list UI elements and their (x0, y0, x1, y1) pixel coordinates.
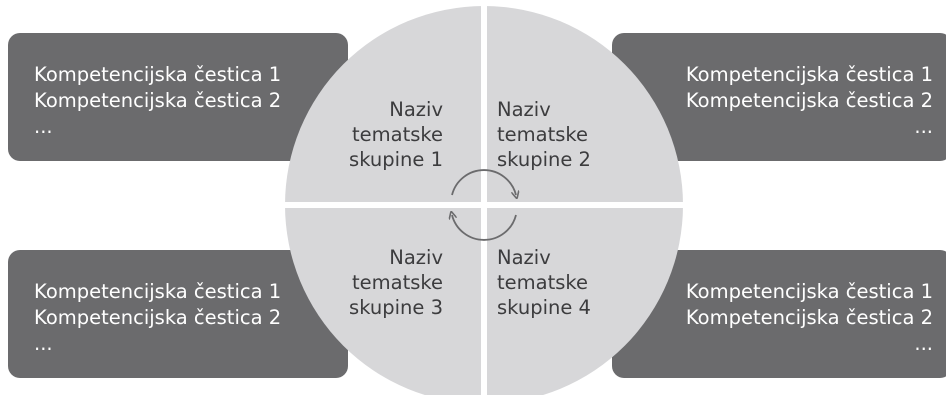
circular-arrows-icon (452, 169, 516, 241)
quadrant-1-line-1: Naziv (389, 98, 443, 121)
quadrant-4-line-2: tematske (497, 271, 588, 294)
quadrant-3-label: Naziv tematske skupine 3 (323, 245, 443, 320)
box-3-line-2: Kompetencijska čestica 2 (34, 306, 282, 329)
box-1-line-1: Kompetencijska čestica 1 (34, 63, 282, 86)
box-3-line-3: ... (34, 332, 53, 355)
quadrant-3-line-3: skupine 3 (349, 296, 443, 319)
competency-box-1: Kompetencijska čestica 1 Kompetencijska … (8, 33, 348, 161)
box-4-line-3: ... (914, 332, 933, 355)
box-2-line-3: ... (914, 115, 933, 138)
box-1-line-2: Kompetencijska čestica 2 (34, 89, 282, 112)
quadrant-2-line-1: Naziv (497, 98, 551, 121)
box-2-line-2: Kompetencijska čestica 2 (685, 89, 933, 112)
box-3-line-1: Kompetencijska čestica 1 (34, 280, 282, 303)
quadrant-4-line-3: skupine 4 (497, 296, 591, 319)
quadrant-1-line-3: skupine 1 (349, 148, 443, 171)
quadrant-1-label: Naziv tematske skupine 1 (323, 97, 443, 172)
box-2-line-1: Kompetencijska čestica 1 (685, 63, 933, 86)
quadrant-2-label: Naziv tematske skupine 2 (497, 97, 617, 172)
quadrant-3-line-2: tematske (352, 271, 443, 294)
box-1-line-3: ... (34, 115, 53, 138)
box-4-line-1: Kompetencijska čestica 1 (685, 280, 933, 303)
quadrant-4-label: Naziv tematske skupine 4 (497, 245, 617, 320)
quadrant-3-line-1: Naziv (389, 246, 443, 269)
competency-box-3: Kompetencijska čestica 1 Kompetencijska … (8, 250, 348, 378)
box-4-line-2: Kompetencijska čestica 2 (685, 306, 933, 329)
quadrant-4-line-1: Naziv (497, 246, 551, 269)
quadrant-1-line-2: tematske (352, 123, 443, 146)
quadrant-2-line-2: tematske (497, 123, 588, 146)
quadrant-2-line-3: skupine 2 (497, 148, 591, 171)
